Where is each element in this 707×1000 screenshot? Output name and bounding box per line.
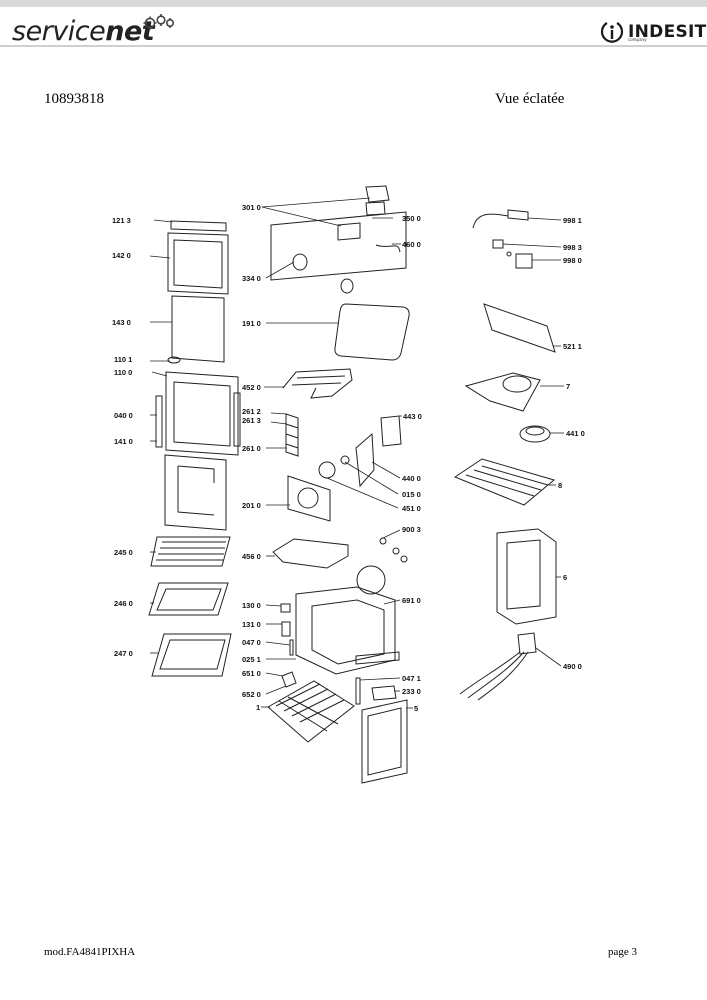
drip-pan [151,633,232,677]
part-label-1420: 142 0 [112,251,131,260]
part-label-4600: 460 0 [402,240,421,249]
part-label-0400: 040 0 [114,411,133,420]
part-label-9980: 998 0 [563,256,582,265]
logo-text-service: service [12,16,106,47]
door-hinge [155,395,163,448]
knob-left [292,253,308,271]
bottom-grid [267,680,355,743]
part-label-3500: 350 0 [402,214,421,223]
part-label-4410: 441 0 [566,429,585,438]
logo-text-net: net [105,16,155,47]
small-module [492,239,504,249]
rear-fan-cover [287,475,331,522]
fan-wheel [519,425,551,443]
part-label-4520: 452 0 [242,383,261,392]
part-label-0470: 047 0 [242,638,261,647]
part-label-5: 5 [414,704,418,713]
part-label-5211: 521 1 [563,342,582,351]
control-panel [270,211,407,281]
part-label-9983: 998 3 [563,243,582,252]
bracket-part [365,185,390,203]
part-label-3340: 334 0 [242,274,261,283]
knob-right [340,278,354,294]
cooling-fan-housing [464,372,541,412]
part-label-1100: 110 0 [114,368,132,377]
indesit-company: company [628,37,647,42]
part-label-4400: 440 0 [402,474,421,483]
part-label-9981: 998 1 [563,216,582,225]
part-label-1: 1 [256,703,260,712]
document-number: 10893818 [44,91,104,107]
part-label-4430: 443 0 [403,412,422,421]
door-seal-frame [164,454,227,531]
side-rack [453,458,556,506]
part-label-4560: 456 0 [242,552,261,561]
wire-grid [150,536,231,567]
part-label-2450: 245 0 [114,548,133,557]
part-label-6510: 651 0 [242,669,261,678]
part-label-8: 8 [558,481,562,490]
part-label-1101: 110 1 [114,355,132,364]
servicenet-logo: servicenet [12,16,155,47]
part-label-1300: 130 0 [242,601,261,610]
part-label-3010: 301 0 [242,203,261,212]
fan-motor [380,415,402,447]
part-label-4900: 490 0 [563,662,582,671]
gears-icon [143,14,174,30]
part-label-9003: 900 3 [402,525,421,534]
grill-element [282,368,353,399]
part-label-1213: 121 3 [112,216,131,225]
fan-cover-plate [356,565,386,595]
part-label-0471: 047 1 [402,674,421,683]
part-label-2610: 261 0 [242,444,261,453]
door-gasket [334,303,410,361]
fan-blade [355,432,375,488]
shelf-support [285,413,299,457]
inner-door-glass [171,295,225,363]
side-panel [496,528,557,625]
part-label-7: 7 [566,382,570,391]
part-label-0150: 015 0 [402,490,421,499]
indesit-wordmark: INDESIT [628,21,707,42]
door-top-profile [170,220,227,232]
lower-element [272,538,349,569]
wiring-connector [517,632,537,655]
part-label-4510: 451 0 [402,504,421,513]
circular-element [318,461,336,479]
hinge-part [167,356,181,364]
indesit-i-icon [600,22,624,43]
view-title: Vue éclatée [495,91,565,107]
part-label-2470: 247 0 [114,649,133,658]
part-label-2460: 246 0 [114,599,133,608]
part-label-1430: 143 0 [112,318,131,327]
indesit-logo: INDESIT company [600,20,707,44]
baking-tray [148,582,229,616]
inner-door-frame [165,371,239,456]
part-label-0251: 025 1 [242,655,261,664]
part-label-1910: 191 0 [242,319,261,328]
back-panel [361,699,408,784]
part-label-1410: 141 0 [114,437,133,446]
outer-door-glass [167,232,229,295]
timer-board [483,303,556,353]
header-divider [0,45,707,47]
part-label-1310: 131 0 [242,620,261,629]
part-label-6: 6 [563,573,567,582]
part-label-2330: 233 0 [402,687,421,696]
part-label-2010: 201 0 [242,501,261,510]
electronic-board [515,253,533,269]
header-top-bar [0,0,707,7]
footer-model: mod.FA4841PIXHA [44,946,136,958]
oven-cavity [295,586,396,675]
footer-page-number: page 3 [608,946,638,958]
part-label-2613: 261 3 [242,416,261,425]
part-label-6520: 652 0 [242,690,261,699]
part-label-2612: 261 2 [242,407,261,416]
power-cable [472,213,509,229]
part-label-6910: 691 0 [402,596,421,605]
